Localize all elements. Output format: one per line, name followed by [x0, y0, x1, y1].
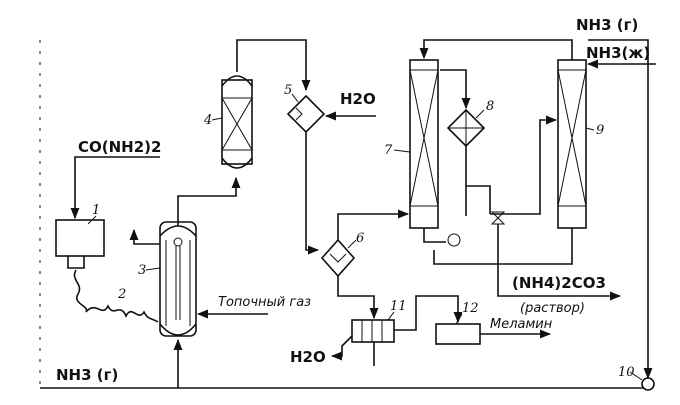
ammonium-carbonate-out-line — [497, 264, 622, 301]
water-11-label: H2O — [290, 348, 326, 366]
filter-column-4 — [221, 75, 253, 169]
column7-to-column9-line — [466, 185, 491, 214]
water-5-label: H2O — [340, 90, 376, 108]
carbonate-line — [433, 250, 498, 265]
crystallizer-to-melamine-line — [394, 295, 463, 331]
unit-number-2: 2 — [117, 287, 126, 302]
crystallizer-11 — [351, 319, 395, 343]
unit-number-8: 8 — [486, 99, 494, 114]
unit-number-6: 6 — [356, 231, 364, 246]
unit-number-4: 4 — [203, 113, 212, 128]
water-outlet-11 — [330, 335, 353, 361]
unit-number-7: 7 — [384, 143, 393, 158]
heat-exchanger-5 — [286, 94, 326, 134]
reactor-to-filter-line — [177, 176, 241, 226]
ammonia-liquid-label: NH3(ж) — [586, 44, 650, 62]
screw-conveyor-2 — [73, 269, 159, 323]
column9-to-column7-line — [419, 39, 573, 60]
ammonium-carbonate-label: (NH4)2CO3 — [512, 274, 606, 292]
separator-6 — [320, 238, 356, 278]
melamine-receiver-12 — [435, 323, 481, 345]
urea-hopper-1 — [55, 219, 105, 269]
unit-number-3: 3 — [138, 263, 146, 278]
cooler-to-separator-line — [305, 132, 320, 255]
column7-bottom-line — [423, 228, 446, 243]
unit-number-5: 5 — [284, 83, 292, 98]
column9-feed-line — [490, 115, 558, 215]
ammonium-carbonate-note: (раствор) — [520, 301, 585, 316]
ammonia-gas-top-label: NH3 (г) — [576, 16, 638, 34]
reactor-3 — [159, 221, 197, 337]
column7-to-condenser-line — [440, 69, 471, 110]
unit-number-9: 9 — [596, 123, 604, 138]
separator-to-column7-line — [337, 209, 410, 240]
ammonia-gas-bottom-label: NH3 (г) — [56, 366, 118, 384]
melamine-label: Меламин — [490, 317, 553, 332]
ammonia-gas-outlet-line — [588, 39, 653, 380]
column-7 — [409, 59, 439, 229]
fuel-gas-label: Топочный газ — [218, 295, 311, 310]
urea-feed-line — [70, 156, 160, 220]
reactor-vent-line — [129, 228, 160, 245]
pump-icon — [447, 233, 461, 247]
compressor-10 — [641, 377, 655, 391]
separator-to-crystallizer-line — [337, 276, 379, 320]
unit-number-11: 11 — [390, 299, 407, 314]
filter-to-cooler-line — [236, 39, 311, 92]
column-9 — [557, 59, 587, 229]
unit-number-12: 12 — [462, 301, 479, 316]
unit-number-10: 10 — [618, 365, 635, 380]
column9-bottom-line — [498, 228, 573, 265]
unit-number-1: 1 — [92, 203, 100, 218]
urea-label: CO(NH2)2 — [78, 138, 161, 156]
